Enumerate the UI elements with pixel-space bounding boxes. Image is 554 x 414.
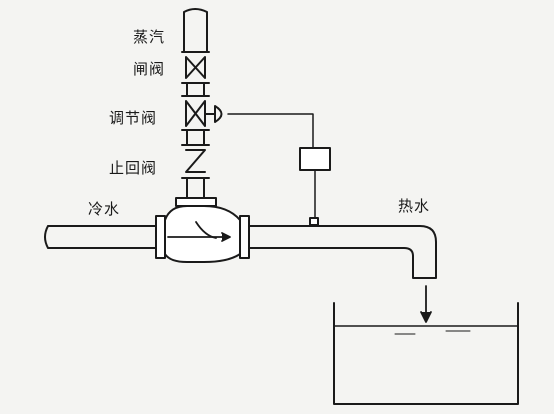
control-signal-line xyxy=(227,113,314,149)
controller-box xyxy=(299,147,331,171)
gate-valve-label: 闸阀 xyxy=(133,60,166,78)
steam-pipe-lower xyxy=(186,129,205,146)
steam-pipe-mid xyxy=(186,82,205,97)
tank-water-ripple xyxy=(394,330,471,335)
hot-water-tank xyxy=(333,302,519,405)
gate-valve-icon xyxy=(181,51,210,84)
check-valve-label: 止回阀 xyxy=(109,159,158,177)
steam-pipe-top xyxy=(183,8,208,53)
cold-water-pipe xyxy=(44,225,157,249)
water-flow-arrowhead xyxy=(221,232,231,242)
steam-pipe-inlet xyxy=(186,177,205,199)
right-flange xyxy=(239,215,250,259)
temperature-sensor xyxy=(309,217,319,226)
check-valve-icon xyxy=(181,144,210,179)
control-valve-label: 调节阀 xyxy=(109,109,158,127)
cold-water-label: 冷水 xyxy=(88,200,121,218)
control-valve-icon xyxy=(181,95,223,131)
mixer-body xyxy=(164,205,241,263)
left-flange xyxy=(155,215,166,259)
steam-label: 蒸汽 xyxy=(133,28,166,46)
hot-water-label: 热水 xyxy=(398,197,431,215)
discharge-arrowhead xyxy=(420,311,432,323)
hot-water-pipe xyxy=(248,225,437,279)
inlet-flange xyxy=(175,197,217,207)
